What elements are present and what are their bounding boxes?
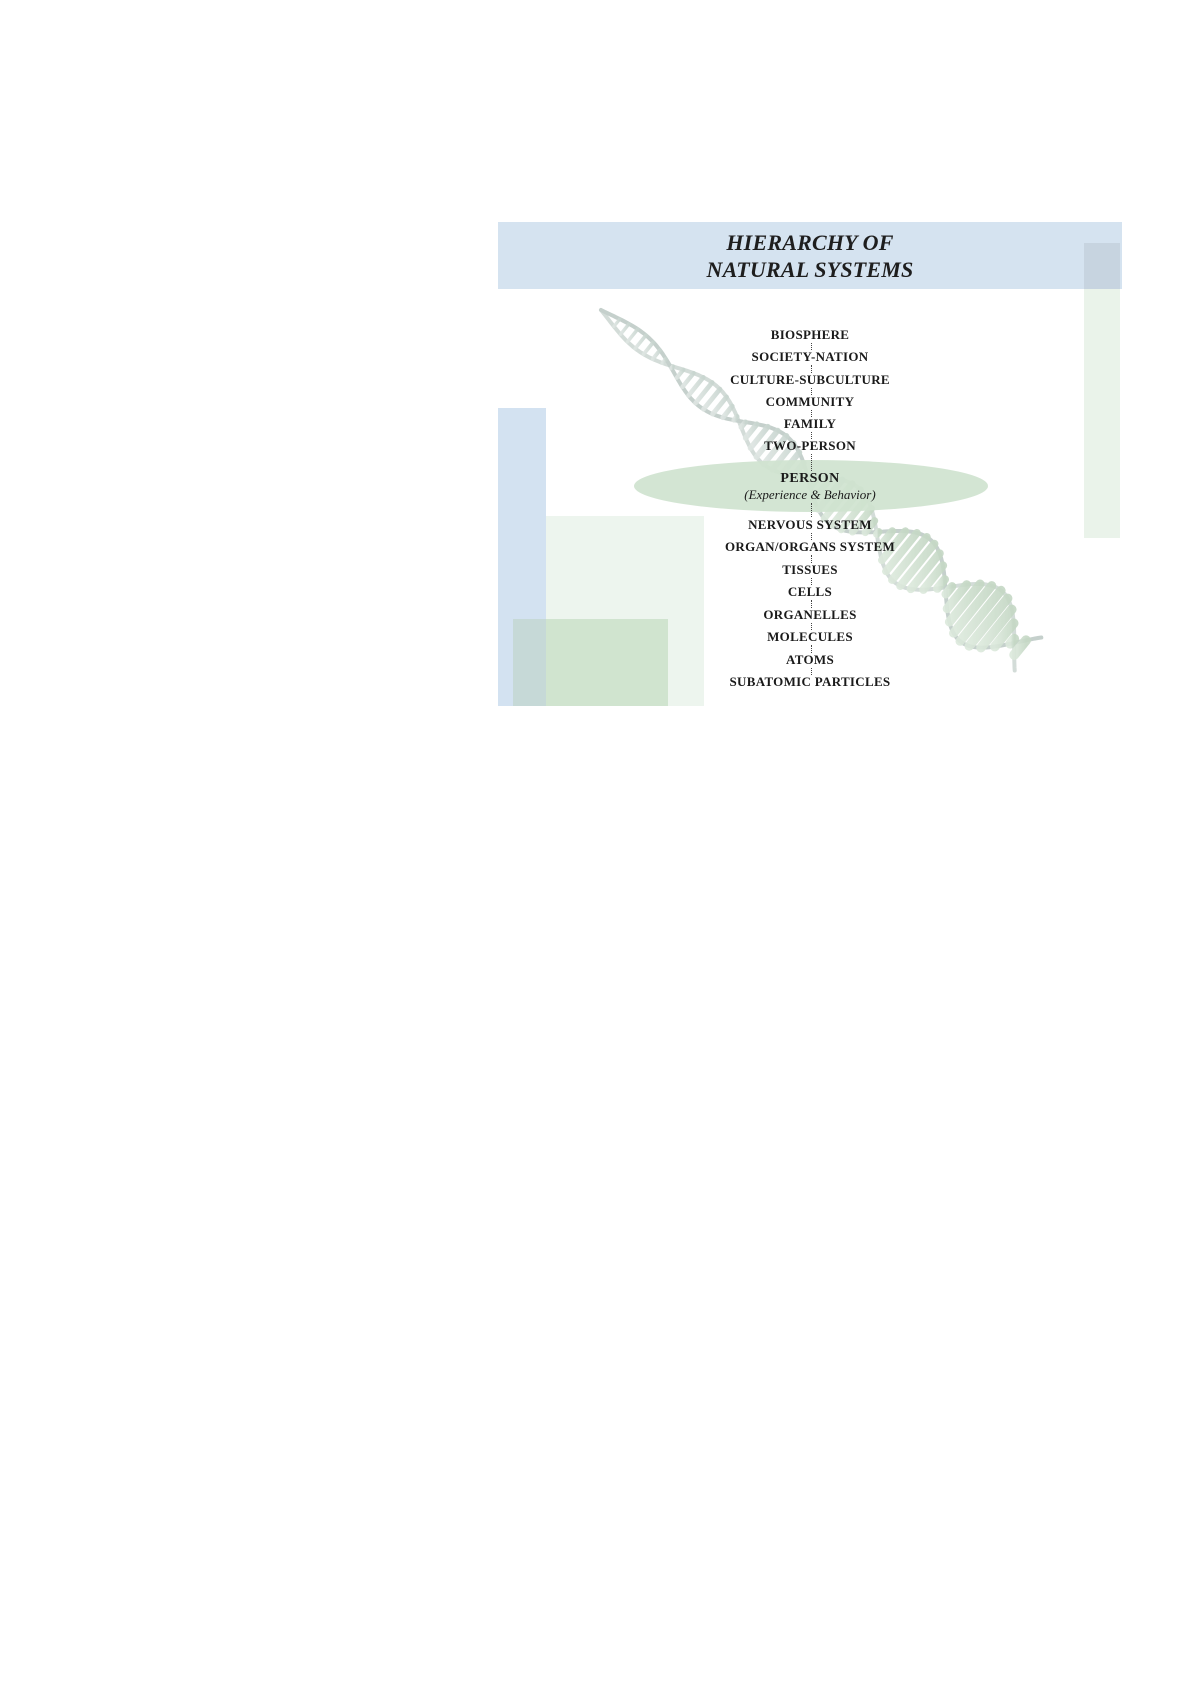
level-subatomic-particles: SUBATOMIC PARTICLES: [498, 674, 1122, 690]
connector-arrow: [811, 555, 812, 563]
connector-arrow: [811, 454, 812, 471]
level-molecules: MOLECULES: [498, 629, 1122, 645]
level-community: COMMUNITY: [498, 394, 1122, 410]
level-nervous-system: NERVOUS SYSTEM: [498, 517, 1122, 533]
connector-arrow: [811, 365, 812, 373]
hierarchy-diagram-panel: HIERARCHY OF NATURAL SYSTEMS BIOSPHERE S…: [498, 222, 1122, 706]
level-family: FAMILY: [498, 416, 1122, 432]
level-atoms: ATOMS: [498, 652, 1122, 668]
connector-arrow: [811, 600, 812, 608]
level-tissues: TISSUES: [498, 562, 1122, 578]
level-cells: CELLS: [498, 584, 1122, 600]
level-organelles: ORGANELLES: [498, 607, 1122, 623]
level-two-person: TWO-PERSON: [498, 438, 1122, 454]
level-culture-subculture: CULTURE-SUBCULTURE: [498, 372, 1122, 388]
connector-arrow: [811, 623, 812, 630]
dna-rung: [671, 366, 673, 368]
level-biosphere: BIOSPHERE: [498, 327, 1122, 343]
connector-arrow: [811, 578, 812, 585]
connector-arrow: [811, 668, 812, 675]
level-society-nation: SOCIETY-NATION: [498, 349, 1122, 365]
person-sublabel: (Experience & Behavior): [498, 487, 1122, 502]
connector-arrow: [811, 432, 812, 439]
connector-arrow: [811, 533, 812, 540]
connector-arrow: [811, 343, 812, 350]
connector-arrow: [811, 410, 812, 417]
level-person: PERSON (Experience & Behavior): [498, 471, 1122, 502]
connector-arrow: [811, 645, 812, 653]
dna-rung: [614, 319, 620, 326]
connector-arrow: [811, 388, 812, 395]
level-organ-organs-system: ORGAN/ORGANS SYSTEM: [498, 539, 1122, 555]
person-label: PERSON: [498, 471, 1122, 487]
connector-arrow: [811, 503, 812, 517]
